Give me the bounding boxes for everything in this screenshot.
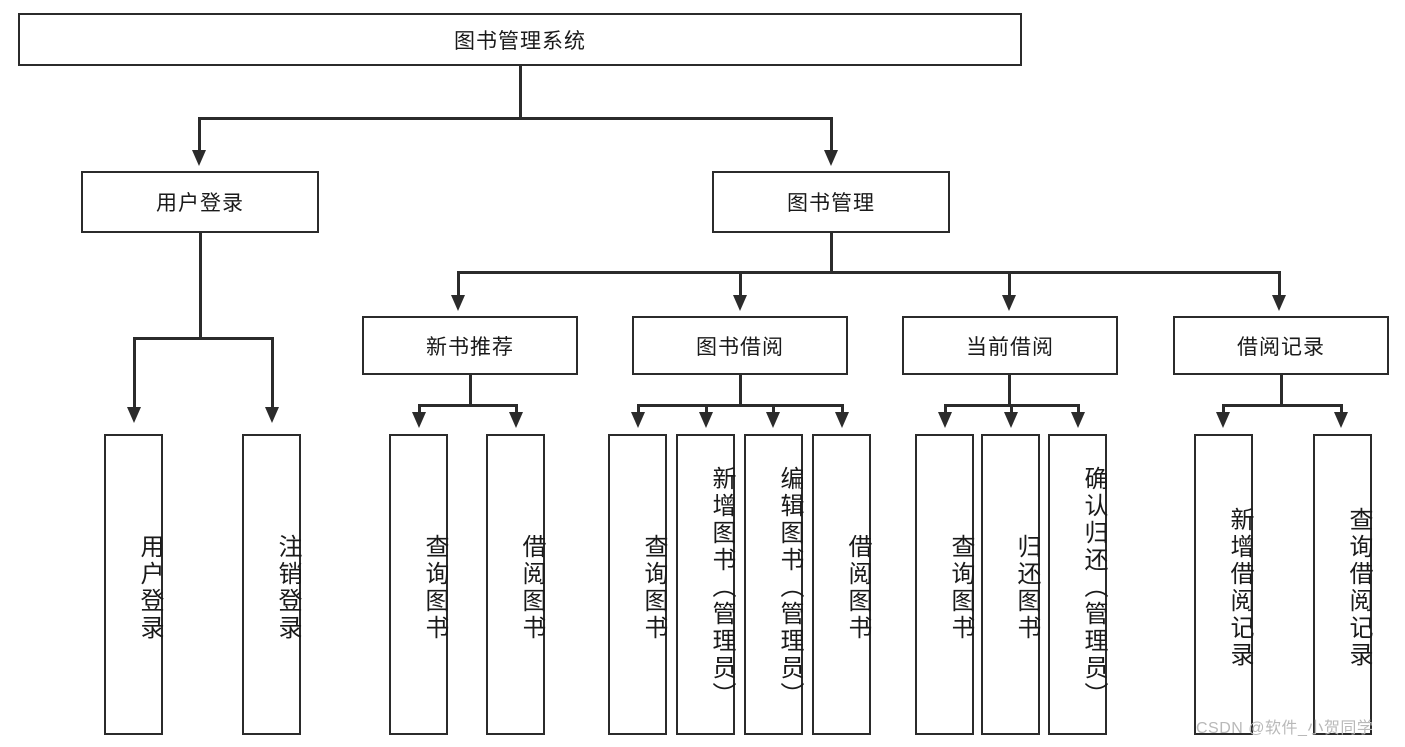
edge-book-mgmt-to-borrow-record [1278,271,1281,297]
arrow-to-current-borrow-leaf-2 [1004,412,1018,428]
arrow-to-book-borrow-leaf-1 [631,412,645,428]
leaf-book-borrow-action[interactable]: 借阅图书 [812,434,871,735]
leaf-add-borrow-record[interactable]: 新增借阅记录 [1194,434,1253,735]
edge-root-to-book-mgmt [830,117,833,152]
node-label: 编辑图书（管理员） [776,466,803,709]
edge-book-mgmt-to-current-borrow [1008,271,1011,297]
edge-new-book-to-leaf-2 [515,404,518,416]
arrow-to-user-login-leaf-2 [265,407,279,423]
edge-current-borrow-to-leaf-1 [944,404,947,416]
node-label: 图书管理 [787,192,875,215]
leaf-current-return[interactable]: 归还图书 [981,434,1040,735]
node-user-login[interactable]: 用户登录 [81,171,319,233]
arrow-to-user-login [192,150,206,166]
edge-book-borrow-stem [739,375,742,406]
arrow-to-book-mgmt [824,150,838,166]
edge-root-stem [519,66,522,118]
node-book-borrow[interactable]: 图书借阅 [632,316,848,375]
node-label: 查询图书 [421,533,448,642]
leaf-new-book-borrow[interactable]: 借阅图书 [486,434,545,735]
arrow-to-book-borrow-leaf-3 [766,412,780,428]
node-label: 借阅记录 [1237,335,1325,359]
edge-user-login-stem [199,233,202,339]
edge-book-mgmt-bus [457,271,1280,274]
arrow-to-borrow-record [1272,295,1286,311]
edge-new-book-stem [469,375,472,406]
edge-book-borrow-to-leaf-1 [637,404,640,416]
edge-book-borrow-to-leaf-3 [772,404,775,416]
edge-borrow-record-to-leaf-2 [1340,404,1343,416]
leaf-confirm-return-admin[interactable]: 确认归还（管理员） [1048,434,1107,735]
leaf-query-borrow-record[interactable]: 查询借阅记录 [1313,434,1372,735]
leaf-user-login[interactable]: 用户登录 [104,434,163,735]
edge-new-book-to-leaf-1 [418,404,421,416]
node-label: 查询借阅记录 [1345,506,1372,669]
node-label: 图书借阅 [696,335,784,359]
arrow-to-book-borrow-leaf-2 [699,412,713,428]
node-label: 新书推荐 [426,335,514,359]
node-root-system[interactable]: 图书管理系统 [18,13,1022,66]
node-new-book-recommend[interactable]: 新书推荐 [362,316,578,375]
node-label: 查询图书 [640,533,667,642]
node-label: 归还图书 [1013,533,1040,642]
arrow-to-borrow-record-leaf-1 [1216,412,1230,428]
arrow-to-current-borrow-leaf-1 [938,412,952,428]
node-label: 用户登录 [156,192,244,215]
leaf-book-borrow-query[interactable]: 查询图书 [608,434,667,735]
arrow-to-current-borrow [1002,295,1016,311]
leaf-new-book-query[interactable]: 查询图书 [389,434,448,735]
arrow-to-new-book-leaf-2 [509,412,523,428]
leaf-current-query[interactable]: 查询图书 [915,434,974,735]
node-label: 查询图书 [947,533,974,642]
node-label: 用户登录 [136,533,163,642]
node-label: 新增借阅记录 [1226,506,1253,669]
node-current-borrow[interactable]: 当前借阅 [902,316,1118,375]
edge-root-to-user-login [198,117,201,152]
node-label: 借阅图书 [518,533,545,642]
edge-book-mgmt-to-book-borrow [739,271,742,297]
node-label: 当前借阅 [966,335,1054,359]
edge-borrow-record-to-leaf-1 [1222,404,1225,416]
watermark-text: CSDN @软件_小贺同学 [1196,720,1374,737]
node-borrow-record[interactable]: 借阅记录 [1173,316,1389,375]
leaf-book-add-admin[interactable]: 新增图书（管理员） [676,434,735,735]
arrow-to-borrow-record-leaf-2 [1334,412,1348,428]
edge-borrow-record-bus [1222,404,1342,407]
edge-book-borrow-to-leaf-4 [841,404,844,416]
arrow-to-user-login-leaf-1 [127,407,141,423]
node-label: 确认归还（管理员） [1080,466,1107,709]
edge-book-borrow-bus [637,404,843,407]
node-book-management[interactable]: 图书管理 [712,171,950,233]
edge-root-bus [198,117,832,120]
node-label: 注销登录 [274,533,301,642]
arrow-to-book-borrow [733,295,747,311]
edge-current-borrow-stem [1008,375,1011,406]
node-label: 借阅图书 [844,533,871,642]
edge-book-borrow-to-leaf-2 [705,404,708,416]
leaf-book-edit-admin[interactable]: 编辑图书（管理员） [744,434,803,735]
node-label: 新增图书（管理员） [708,466,735,709]
edge-new-book-bus [418,404,517,407]
edge-current-borrow-to-leaf-2 [1010,404,1013,416]
edge-book-mgmt-to-new-book [457,271,460,297]
arrow-to-new-book-leaf-1 [412,412,426,428]
edge-book-mgmt-stem [830,233,833,273]
arrow-to-current-borrow-leaf-3 [1071,412,1085,428]
edge-user-login-bus [133,337,273,340]
node-label: 图书管理系统 [454,29,586,53]
edge-current-borrow-to-leaf-3 [1077,404,1080,416]
arrow-to-book-borrow-leaf-4 [835,412,849,428]
edge-user-login-to-leaf-2 [271,337,274,409]
edge-borrow-record-stem [1280,375,1283,406]
arrow-to-new-book-recommend [451,295,465,311]
edge-user-login-to-leaf-1 [133,337,136,409]
leaf-user-logout[interactable]: 注销登录 [242,434,301,735]
